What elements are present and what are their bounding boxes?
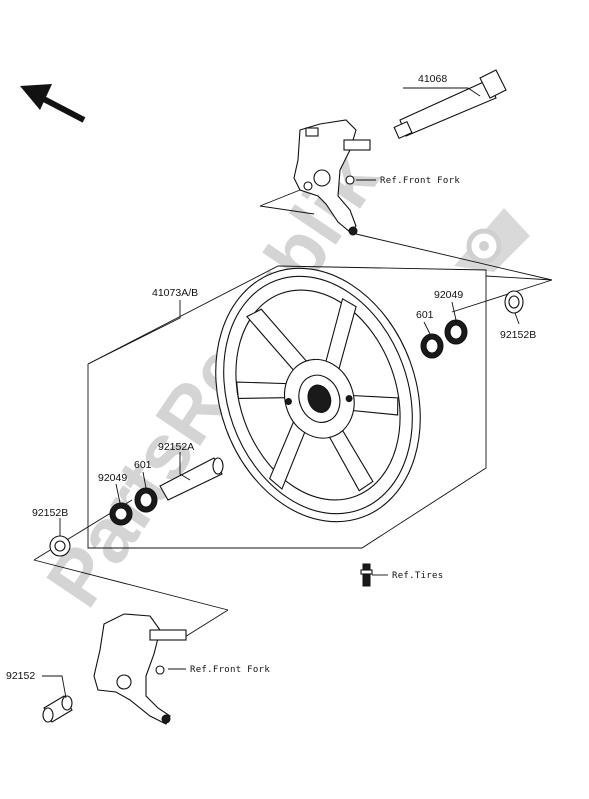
collar-92152-bottom: [42, 695, 73, 723]
ref-front-fork-top: Ref.Front Fork: [380, 176, 460, 186]
collar-92152B-left: [49, 535, 71, 557]
bearing-601-left: [134, 487, 158, 513]
collar-92152B-right: [504, 290, 524, 314]
label-seal-right: 92049: [434, 289, 463, 301]
label-collar-right: 92152B: [500, 329, 536, 341]
fork-leg-bottom: [93, 613, 187, 725]
ref-tires: Ref.Tires: [392, 571, 443, 581]
ref-front-fork-bottom: Ref.Front Fork: [190, 665, 270, 675]
bearing-601-right: [420, 333, 444, 359]
label-seal-left: 92049: [98, 472, 127, 484]
fork-leg-top: [293, 119, 371, 236]
label-wheel: 41073A/B: [152, 287, 198, 299]
leader-lines: [42, 87, 520, 699]
tire-valve: [360, 563, 373, 587]
label-axle: 41068: [418, 73, 447, 85]
spacer-92152A: [159, 457, 224, 501]
axle-41068: [393, 69, 507, 140]
seal-92049-right: [444, 319, 468, 345]
label-collar-left: 92152B: [32, 507, 68, 519]
label-bearing-left: 601: [134, 459, 152, 471]
arrow-up-left-icon: [20, 84, 86, 123]
seal-92049-left: [109, 502, 133, 526]
gear-icon: [454, 208, 530, 272]
wheel-41073: [215, 267, 421, 523]
label-bearing-right: 601: [416, 309, 434, 321]
label-spacer: 92152A: [158, 441, 194, 453]
label-collar-bottom: 92152: [6, 670, 35, 682]
